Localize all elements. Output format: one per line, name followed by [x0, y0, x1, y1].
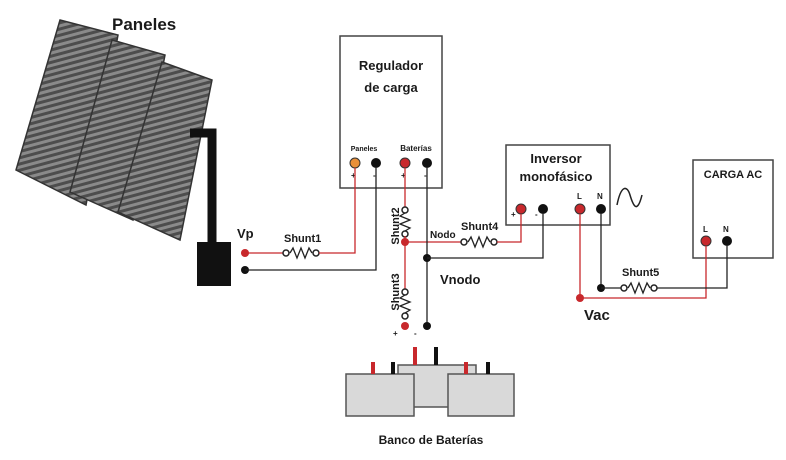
shunt2-resistor-icon [398, 212, 412, 232]
ac-load-title: CARGA AC [704, 169, 763, 181]
battery-minus-terminal [423, 322, 431, 330]
regulator-title-line1: Regulador [359, 58, 423, 73]
inverter-l-label: L [577, 192, 582, 201]
shunt1-label: Shunt1 [284, 233, 321, 245]
shunt1-resistor-icon [289, 246, 313, 260]
shunt2-label: Shunt2 [390, 207, 402, 244]
inverter-plus-sign: + [511, 210, 516, 219]
regulator-port-panels-label: Paneles [351, 146, 378, 153]
inverter-n-label: N [597, 192, 603, 201]
wire-load-l [580, 246, 707, 299]
regulator-panel-minus-sign: - [373, 171, 376, 180]
vac-label: Vac [584, 307, 610, 324]
wire-shunt5-load [657, 246, 728, 289]
shunt3-label: Shunt3 [390, 273, 402, 310]
junction-box [197, 242, 231, 286]
regulator-battery-plus-terminal [399, 157, 411, 169]
ac-sine-icon [616, 187, 643, 208]
battery-bank-label: Banco de Baterías [379, 433, 484, 447]
inverter-title-line1: Inversor [530, 151, 581, 166]
wire-panel-negative [245, 168, 377, 271]
shunt3-resistor-icon [398, 294, 412, 314]
inverter-minus-sign: - [535, 210, 538, 219]
inverter-dc-minus-terminal [538, 204, 548, 214]
vnodo-label: Vnodo [440, 272, 480, 287]
inverter-l-terminal [574, 203, 586, 215]
inverter-title-line2: monofásico [520, 169, 593, 184]
nodo-label: Nodo [430, 230, 456, 241]
shunt5-label: Shunt5 [622, 267, 659, 279]
load-l-label: L [703, 225, 708, 234]
wire-shunt4-inverter [497, 214, 522, 243]
solar-panels [15, 19, 217, 248]
regulator-port-batteries-label: Baterías [400, 144, 432, 153]
regulator-panel-plus-terminal [349, 157, 361, 169]
inverter-n-terminal [596, 204, 606, 214]
battery-plus-sign: + [393, 329, 398, 338]
regulator-title-line2: de carga [364, 80, 418, 95]
shunt5-resistor-icon [627, 281, 651, 295]
regulator-panel-plus-sign: + [351, 171, 356, 180]
load-n-label: N [723, 225, 729, 234]
wire-inverter-negative [427, 214, 544, 259]
battery-minus-sign: - [414, 329, 417, 338]
panels-title: Paneles [112, 15, 176, 34]
inverter-dc-plus-terminal [515, 203, 527, 215]
battery-bank [345, 347, 515, 417]
regulator-panel-minus-terminal [371, 158, 381, 168]
shunt4-label: Shunt4 [461, 221, 499, 233]
regulator-battery-minus-sign: - [424, 171, 427, 180]
regulator-battery-minus-terminal [422, 158, 432, 168]
load-n-terminal [722, 236, 732, 246]
vp-label: Vp [237, 226, 254, 241]
shunt4-resistor-icon [467, 235, 491, 249]
battery-plus-terminal [401, 322, 409, 330]
load-l-terminal [700, 235, 712, 247]
wire-shunt1-regulator [319, 168, 356, 254]
regulator-battery-plus-sign: + [401, 171, 406, 180]
